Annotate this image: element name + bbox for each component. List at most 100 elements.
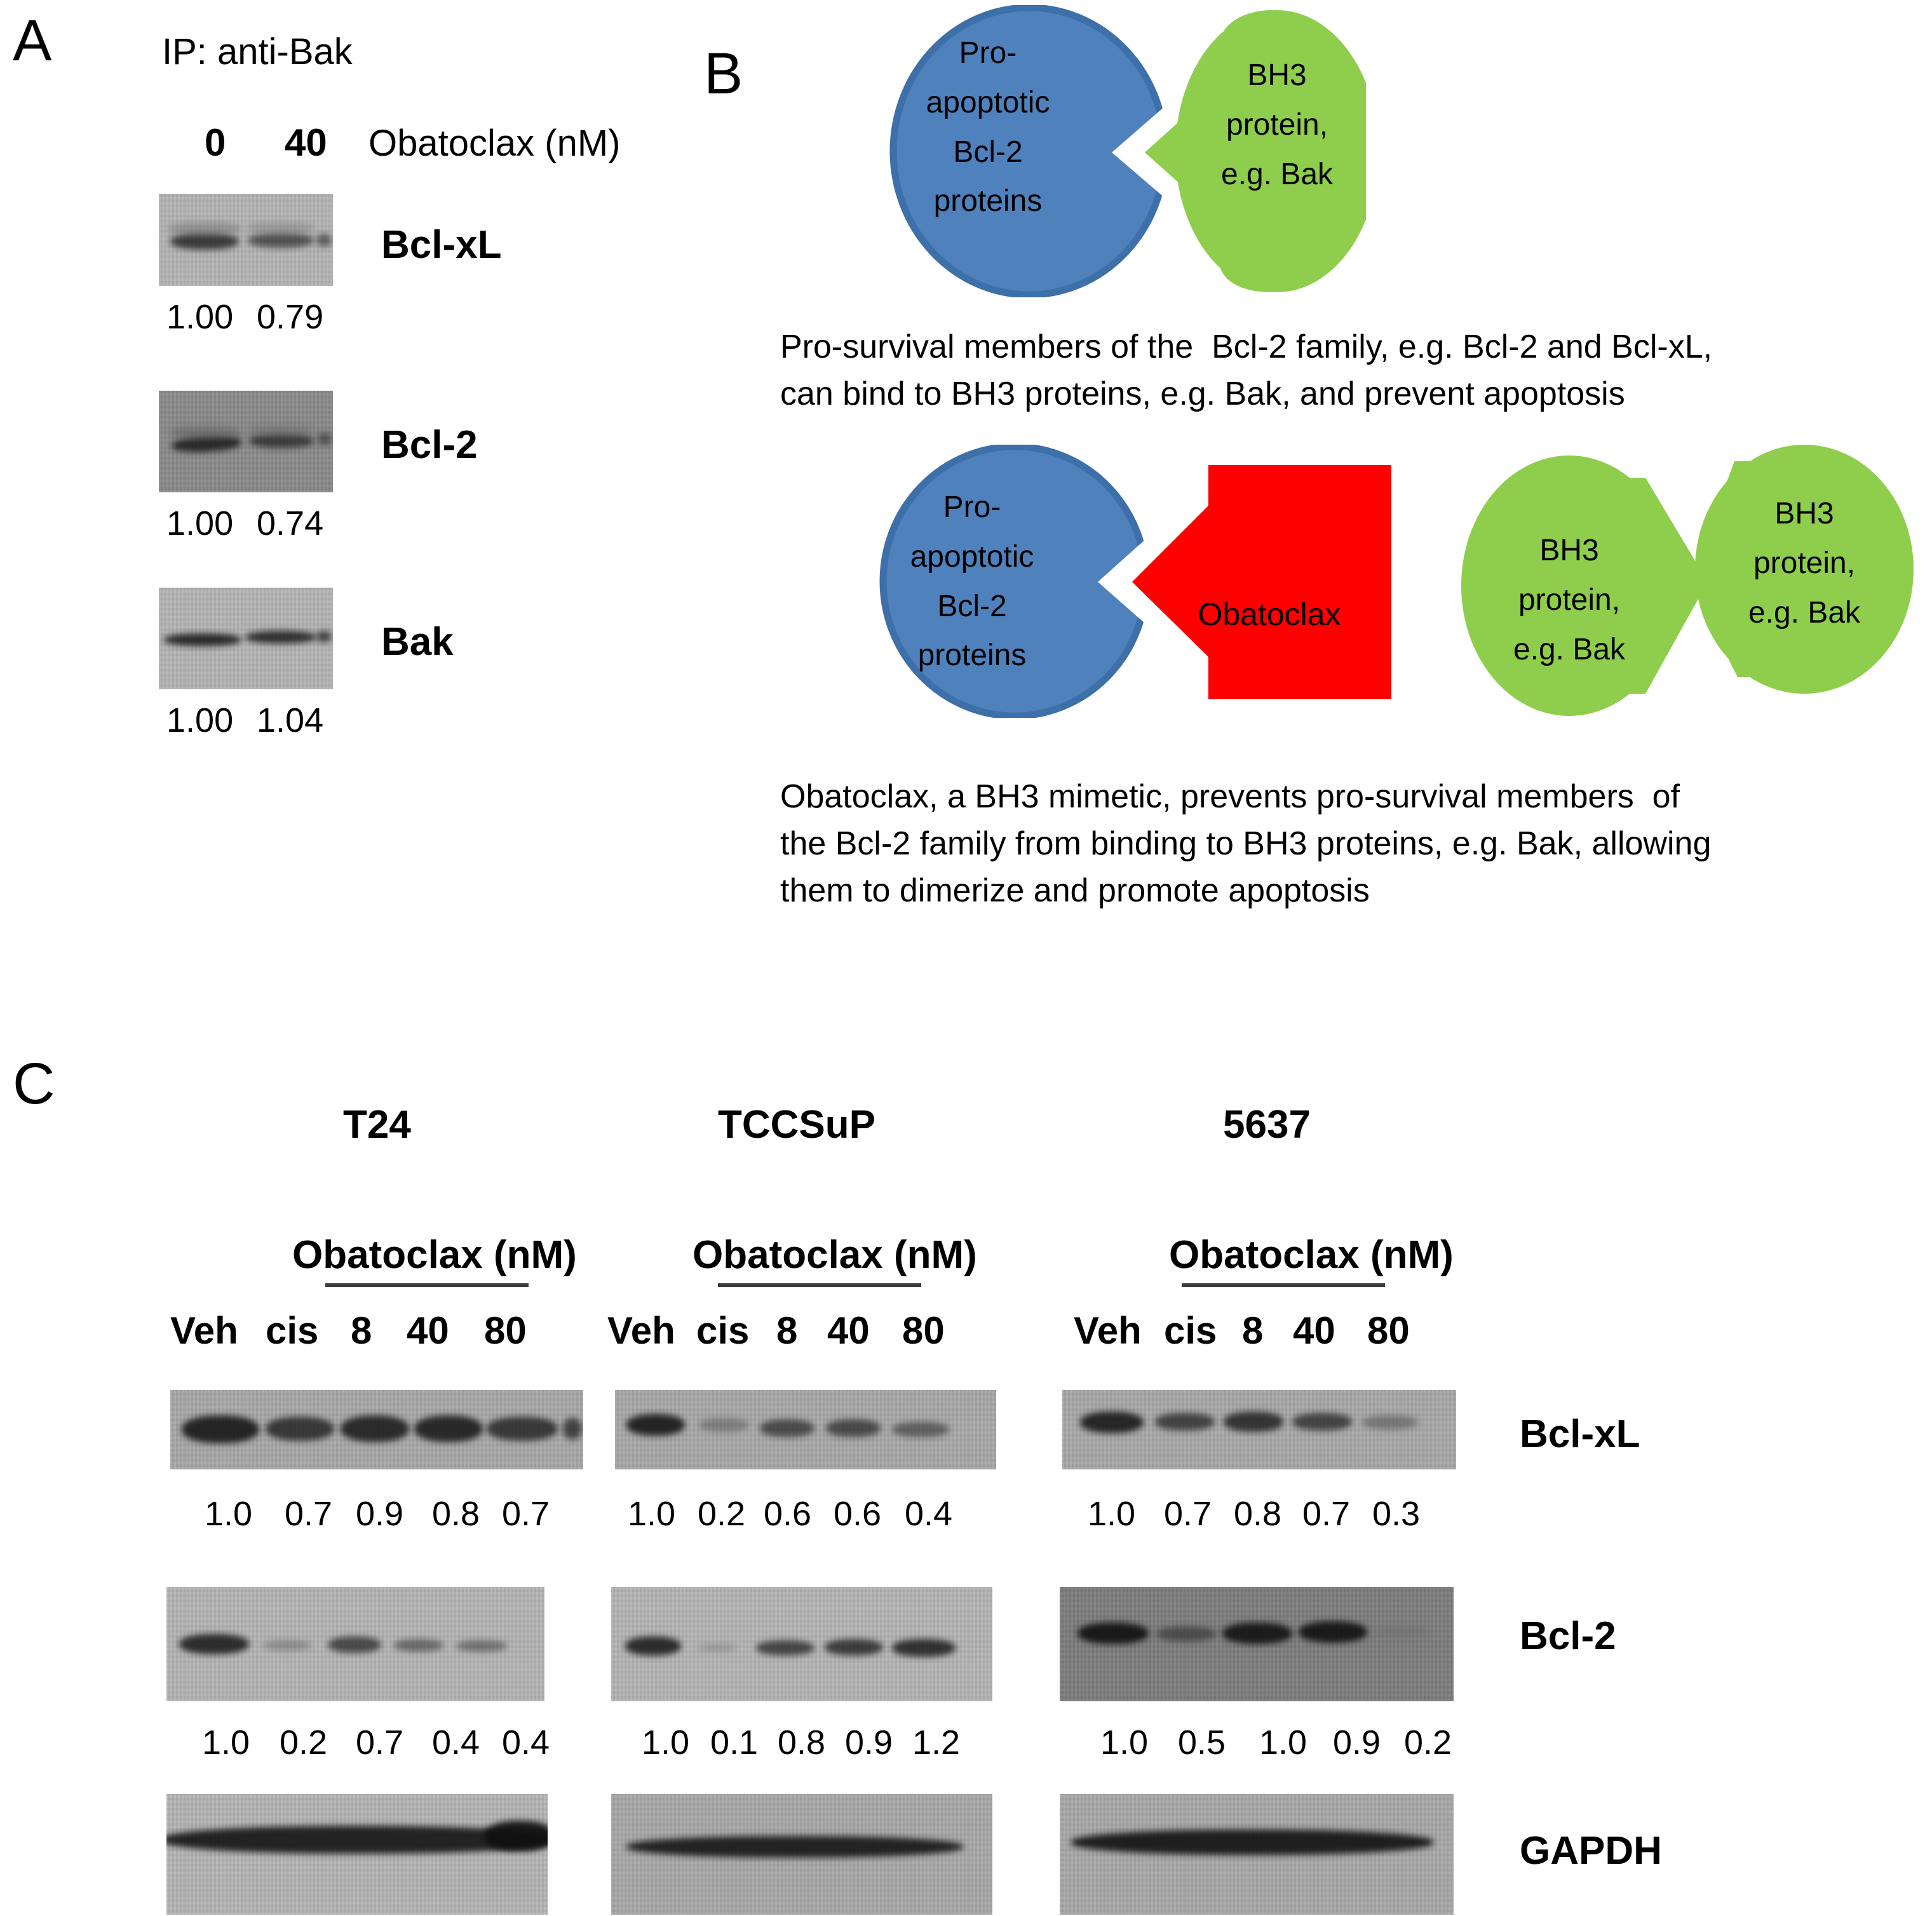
panel-c-blot-t24-bcl-xl [170, 1390, 583, 1469]
panel-b-green-label-1: BH3 protein, e.g. Bak [1220, 58, 1334, 191]
blot-band [168, 222, 241, 236]
panel-c-quant-5637-bcl2-2: 1.0 [1259, 1724, 1307, 1762]
panel-a-blot-bcl-xl [159, 194, 333, 286]
panel-c-lane-5637-cis: cis [1164, 1309, 1217, 1352]
panel-a-quant-bak-40: 1.04 [257, 701, 324, 739]
panel-b-caption-2: Obatoclax, a BH3 mimetic, prevents pro-s… [780, 778, 1712, 909]
panel-a-quant-bcl-xl-40: 0.79 [257, 298, 324, 336]
panel-b-diagram-2 [879, 445, 1914, 718]
panel-c-quant-5637-bclxl-0: 1.0 [1088, 1495, 1136, 1533]
panel-c-dose-header-t24: Obatoclax (nM) [292, 1233, 577, 1277]
blot-band [626, 1414, 685, 1436]
panel-a-title: IP: anti-Bak [162, 31, 353, 72]
panel-c-quant-tccsup-bclxl-2: 0.6 [764, 1495, 812, 1533]
blot-band [170, 233, 239, 250]
panel-c-lane-t24-veh: Veh [170, 1309, 238, 1352]
panel-c-protein-label-bcl-2: Bcl-2 [1520, 1614, 1616, 1658]
panel-c-quant-t24-bcl2-0: 1.0 [202, 1724, 250, 1762]
panel-c-quant-t24-bcl2-3: 0.4 [432, 1724, 480, 1762]
panel-c-quant-5637-bclxl-1: 0.7 [1164, 1495, 1212, 1533]
blot-band [179, 1634, 249, 1654]
blot-band [245, 631, 316, 644]
panel-c-quant-5637-bcl2-4: 0.2 [1404, 1724, 1452, 1762]
panel-a-protein-label-bcl-xl: Bcl-xL [381, 223, 502, 267]
panel-c-blot-t24-gapdh [166, 1794, 548, 1915]
panel-c-quant-5637-bclxl-3: 0.7 [1302, 1495, 1351, 1533]
panel-c-quant-5637-bcl2-1: 0.5 [1178, 1724, 1226, 1762]
blot-band [249, 434, 314, 448]
panel-c-blot-tccsup-bcl-xl [615, 1390, 996, 1469]
panel-c-lane-5637-8: 8 [1242, 1309, 1264, 1352]
blot-band [266, 1417, 334, 1441]
panel-c-quant-t24-bcl2-2: 0.7 [356, 1724, 404, 1762]
blot-texture [1060, 1587, 1454, 1701]
blot-band [248, 425, 314, 436]
panel-c-dose-rule-tccsup [718, 1283, 921, 1287]
panel-c-quant-tccsup-bcl2-0: 1.0 [642, 1724, 690, 1762]
panel-c-dose-rule-t24 [325, 1283, 529, 1287]
green-bh3-left-wedge [1582, 478, 1708, 694]
panel-a-protein-label-bcl-2: Bcl-2 [381, 423, 478, 467]
panel-c-quant-t24-bclxl-1: 0.7 [285, 1495, 333, 1533]
blot-band [1292, 1413, 1352, 1431]
panel-a-blot-bcl-2 [159, 391, 333, 492]
blot-band [892, 1422, 949, 1437]
panel-a-quant-bcl-2-0: 1.00 [166, 504, 234, 543]
blot-band [170, 426, 241, 439]
panel-c-lane-t24-8: 8 [351, 1309, 372, 1352]
panel-c-quant-t24-bclxl-3: 0.8 [432, 1495, 480, 1533]
panel-c-cell-line-tccsup: TCCSuP [718, 1103, 875, 1147]
blot-band [825, 1639, 883, 1656]
panel-c-lane-t24-40: 40 [407, 1309, 449, 1352]
panel-c-cell-line-t24: T24 [343, 1103, 411, 1147]
panel-c-quant-tccsup-bcl2-1: 0.1 [710, 1724, 759, 1762]
blot-band [263, 1640, 311, 1650]
panel-c-quant-tccsup-bclxl-4: 0.4 [905, 1495, 953, 1533]
blot-band [248, 233, 314, 248]
panel-c-quant-t24-bclxl-2: 0.9 [356, 1495, 404, 1533]
panel-c-quant-t24-bclxl-4: 0.7 [502, 1495, 550, 1533]
blot-band [1299, 1621, 1367, 1643]
panel-c-lane-5637-80: 80 [1367, 1309, 1410, 1352]
panel-c-quant-tccsup-bcl2-4: 1.2 [912, 1724, 961, 1762]
panel-a-quant-bak-0: 1.00 [166, 701, 234, 739]
blot-band [182, 1415, 259, 1443]
panel-c-protein-label-gapdh: GAPDH [1520, 1829, 1662, 1873]
panel-c-dose-rule-5637 [1182, 1283, 1385, 1287]
panel-c-quant-5637-bcl2-3: 0.9 [1333, 1724, 1381, 1762]
panel-b-diagram-1 [889, 5, 1366, 297]
blot-band [1222, 1623, 1292, 1644]
panel-c-quant-5637-bcl2-0: 1.0 [1100, 1724, 1149, 1762]
green-bh3-wedge [1145, 76, 1283, 227]
green-bh3-right-wedge [1690, 461, 1798, 677]
panel-a-protein-label-bak: Bak [381, 620, 454, 664]
panel-c-protein-label-bcl-xl: Bcl-xL [1520, 1412, 1640, 1456]
panel-c-lane-tccsup-40: 40 [827, 1309, 870, 1352]
panel-c-quant-tccsup-bcl2-2: 0.8 [778, 1724, 826, 1762]
blot-band [487, 1417, 558, 1441]
blot-band [625, 1636, 681, 1656]
blot-texture [166, 1794, 548, 1915]
panel-c-lane-tccsup-veh: Veh [607, 1309, 675, 1352]
panel-a-quant-bcl-2-40: 0.74 [257, 504, 324, 543]
panel-b-letter: B [704, 41, 743, 106]
panel-a-letter: A [13, 8, 52, 73]
panel-c-quant-tccsup-bclxl-1: 0.2 [698, 1495, 746, 1533]
panel-c-lane-5637-40: 40 [1293, 1309, 1335, 1352]
panel-c-lane-tccsup-8: 8 [776, 1309, 798, 1352]
panel-c-lane-tccsup-cis: cis [696, 1309, 750, 1352]
panel-a-lane-label-40: 40 [285, 121, 327, 164]
blot-band [826, 1419, 881, 1437]
blot-band [1156, 1626, 1216, 1642]
blot-band [698, 1644, 736, 1652]
blot-band [164, 633, 241, 646]
panel-c-dose-header-tccsup: Obatoclax (nM) [692, 1233, 977, 1277]
panel-a-quant-bcl-xl-0: 1.00 [166, 298, 234, 336]
panel-a-lane-label-0: 0 [205, 121, 226, 164]
panel-b-green-label-2-left: BH3 protein, e.g. Bak [1513, 534, 1626, 666]
blot-band [626, 1836, 963, 1858]
panel-c-blot-5637-gapdh [1060, 1794, 1454, 1915]
blot-band [756, 1640, 814, 1656]
panel-b-red-label: Obatoclax [1198, 597, 1341, 632]
panel-c-quant-tccsup-bclxl-0: 1.0 [628, 1495, 676, 1533]
